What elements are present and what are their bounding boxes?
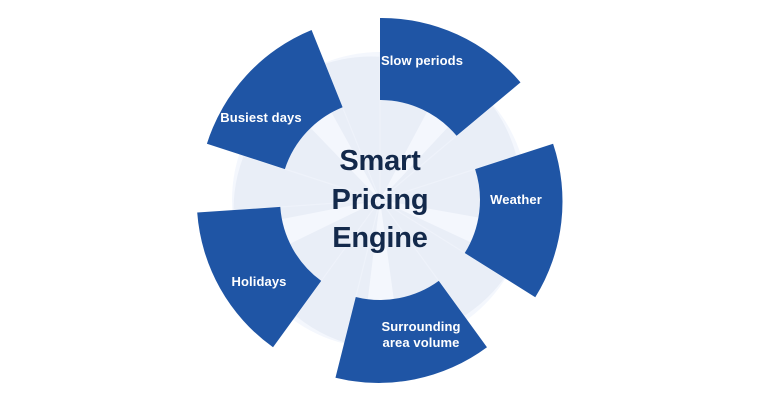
wedge-holidays[interactable] <box>159 169 342 348</box>
wedge-slow-periods[interactable] <box>380 17 521 136</box>
center-title: Smart Pricing Engine <box>331 145 429 255</box>
wedge-busiest-days[interactable] <box>206 10 362 180</box>
wedge-weather[interactable] <box>441 143 596 314</box>
wedge-surrounding-area-volume[interactable] <box>304 252 487 400</box>
wedge-group <box>159 10 596 400</box>
spoke-4 <box>254 200 380 347</box>
